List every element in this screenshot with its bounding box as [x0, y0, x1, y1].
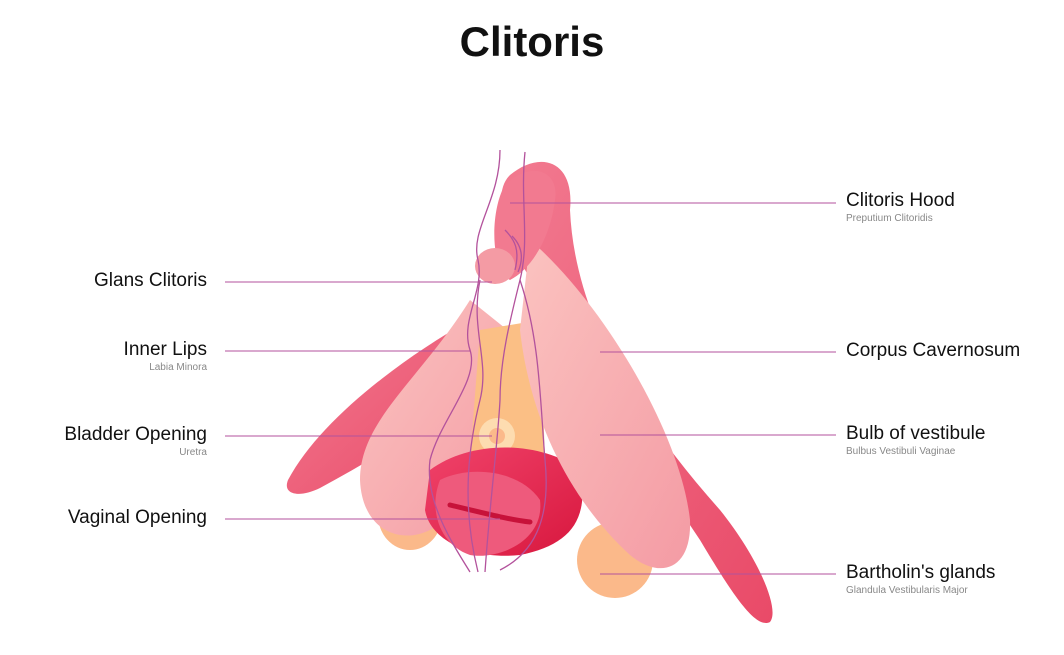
- label-text: Glans Clitoris: [94, 270, 207, 291]
- label-glans-clitoris: Glans Clitoris: [94, 270, 207, 292]
- label-vaginal-opening: Vaginal Opening: [68, 507, 207, 529]
- label-text: Vaginal Opening: [67, 507, 207, 528]
- label-text: Corpus Cavernosum: [846, 340, 1021, 361]
- label-corpus-cavernosum: Corpus Cavernosum: [846, 340, 1020, 362]
- label-text: Bartholin's glands: [846, 562, 996, 583]
- label-subtext: Uretra: [179, 447, 207, 458]
- label-subtext: Glandula Vestibularis Major: [846, 585, 968, 596]
- page-title: Clitoris: [459, 18, 605, 65]
- label-text: Bulb of vestibule: [846, 423, 986, 444]
- inner-lips: [428, 149, 547, 573]
- corpus-cavernosum: [501, 161, 773, 624]
- label-text: Bladder Opening: [64, 424, 207, 445]
- label-subtext: Bulbus Vestibuli Vaginae: [846, 446, 956, 457]
- label-subtext: Preputium Clitoridis: [846, 213, 933, 224]
- label-text: Clitoris Hood: [846, 190, 955, 211]
- bulb-right: [520, 240, 691, 569]
- label-text: Inner Lips: [123, 339, 207, 360]
- label-subtext: Labia Minora: [149, 362, 207, 373]
- leader-lines: [225, 202, 836, 575]
- glans-clitoris: [475, 248, 515, 284]
